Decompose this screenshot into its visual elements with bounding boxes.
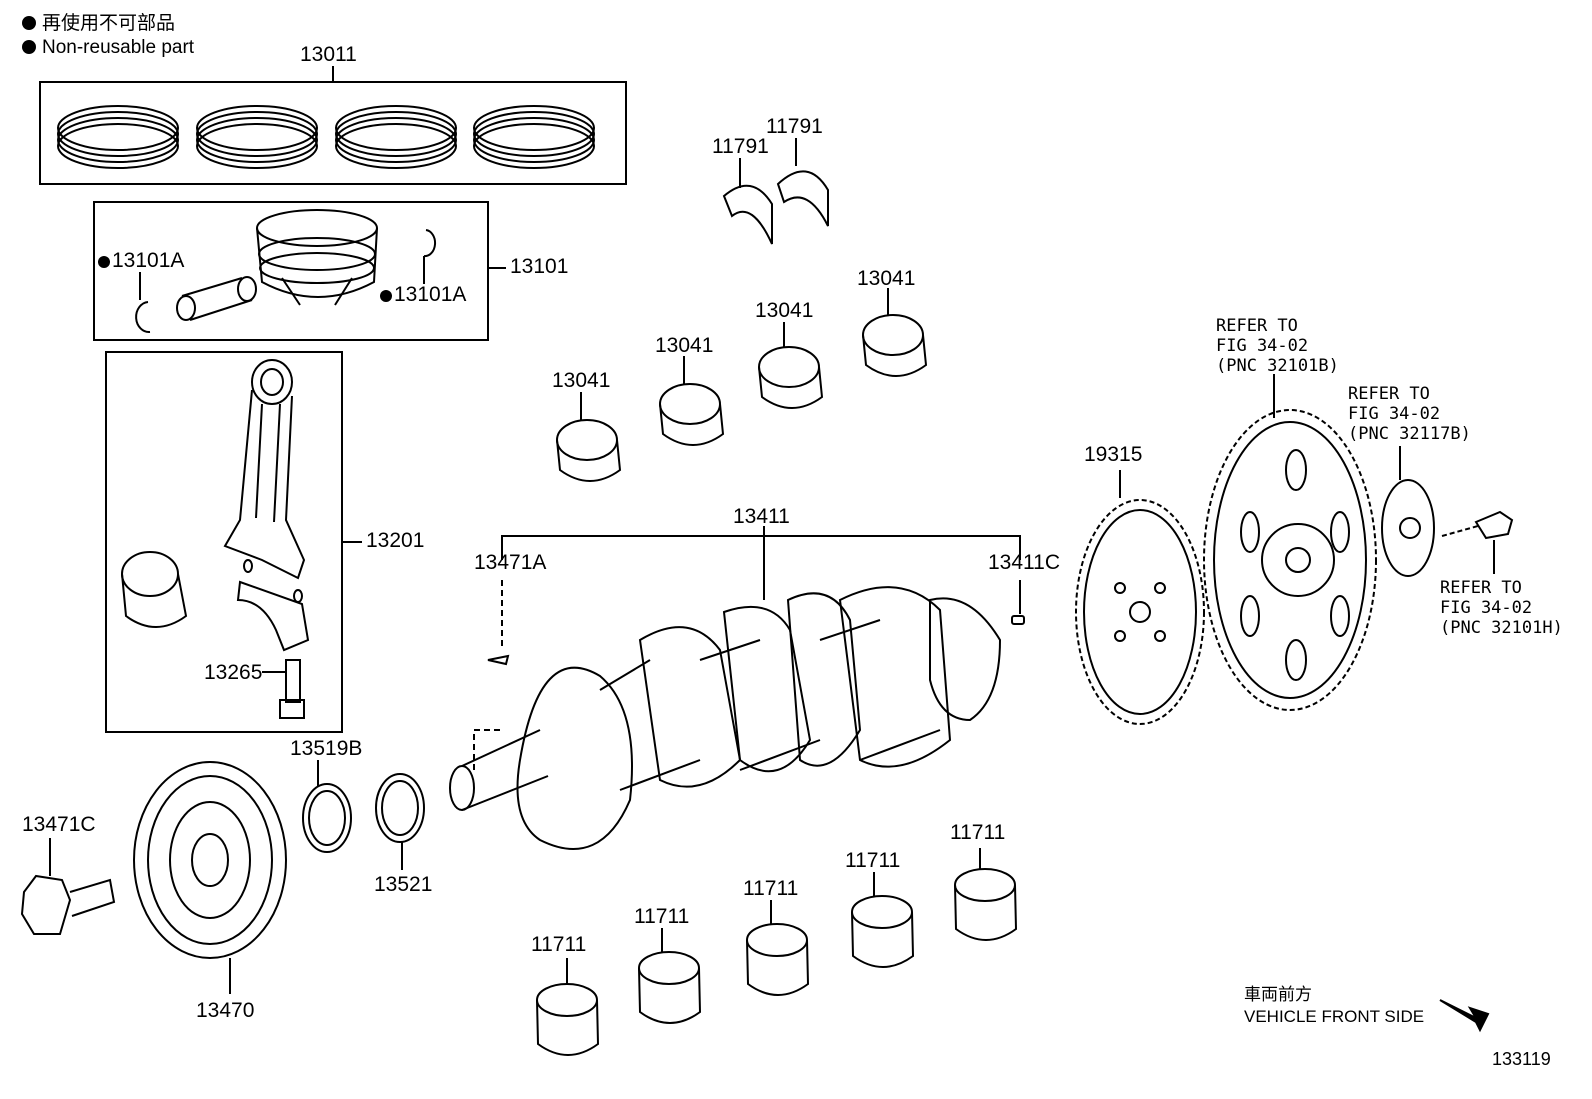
part-label-13101a-right-text: 13101A (394, 283, 467, 306)
piston-ring-set (57, 105, 595, 169)
crank-timing-gear (302, 783, 352, 853)
bullet-icon (22, 40, 36, 54)
part-label-11711-3[interactable]: 11711 (743, 877, 799, 900)
piston-pin (176, 276, 257, 321)
part-label-13041-2[interactable]: 13041 (655, 334, 714, 357)
figure-number: 133119 (1492, 1049, 1551, 1069)
nonreusable-dot-icon (380, 290, 392, 302)
rod-bearing (121, 551, 188, 628)
crankshaft (449, 586, 1002, 850)
legend-en: Non-reusable part (22, 36, 194, 60)
part-label-11791-right[interactable]: 11791 (766, 115, 823, 138)
part-label-11711-2[interactable]: 11711 (634, 905, 690, 928)
part-label-13101[interactable]: 13101 (510, 255, 569, 278)
part-label-13201[interactable]: 13201 (366, 529, 425, 552)
nonreusable-dot-icon (98, 256, 110, 268)
drive-plate (1203, 409, 1377, 711)
pulley-bolt (20, 874, 116, 935)
snap-ring-left (135, 301, 151, 334)
part-label-11711-5[interactable]: 11711 (950, 821, 1006, 844)
piston (256, 209, 378, 306)
crankshaft-pulley (133, 761, 287, 959)
part-label-13101a-right[interactable]: 13101A (380, 284, 466, 305)
part-label-13471a[interactable]: 13471A (474, 551, 547, 574)
main-bearing-lower (536, 868, 1018, 1056)
part-label-13101a-left-text: 13101A (112, 249, 185, 272)
main-bearing-upper (556, 314, 928, 482)
reference-note-32101b[interactable]: REFER TO FIG 34-02 (PNC 32101B) (1216, 316, 1339, 376)
part-label-13011[interactable]: 13011 (300, 43, 357, 66)
legend-jp-text: 再使用不可部品 (42, 13, 176, 34)
vehicle-front-jp: 車両前方 (1244, 985, 1312, 1004)
part-label-13101a-left[interactable]: 13101A (98, 250, 184, 271)
part-label-13521[interactable]: 13521 (374, 873, 433, 896)
part-label-13041-3[interactable]: 13041 (755, 299, 814, 322)
part-label-11711-4[interactable]: 11711 (845, 849, 901, 872)
part-label-13470[interactable]: 13470 (196, 999, 255, 1022)
part-label-11791-left[interactable]: 11791 (712, 135, 769, 158)
part-label-19315[interactable]: 19315 (1084, 443, 1143, 466)
part-label-13041-1[interactable]: 13041 (552, 369, 611, 392)
front-direction-arrow (1439, 999, 1490, 1033)
part-label-13265[interactable]: 13265 (204, 661, 263, 684)
legend-en-text: Non-reusable part (42, 37, 195, 58)
flywheel-bolt (1441, 510, 1514, 540)
part-label-13411c[interactable]: 13411C (988, 551, 1061, 574)
signal-plate (1075, 499, 1205, 725)
legend-jp: 再使用不可部品 (22, 12, 194, 36)
connecting-rod (223, 359, 310, 652)
part-label-11711-1[interactable]: 11711 (531, 933, 587, 956)
part-label-13411[interactable]: 13411 (733, 505, 790, 528)
legend: 再使用不可部品 Non-reusable part (22, 12, 194, 60)
spacer-plate (1381, 479, 1435, 577)
reference-note-32101h[interactable]: REFER TO FIG 34-02 (PNC 32101H) (1440, 578, 1563, 638)
rod-bolt (279, 659, 305, 719)
reference-note-32117b[interactable]: REFER TO FIG 34-02 (PNC 32117B) (1348, 384, 1471, 444)
bullet-icon (22, 16, 36, 30)
crank-sprocket (375, 773, 425, 843)
thrust-washer-left (722, 184, 773, 245)
thrust-washer-right (776, 170, 829, 227)
part-label-13519b[interactable]: 13519B (290, 737, 363, 760)
part-label-13041-4[interactable]: 13041 (857, 267, 916, 290)
piston-box (93, 201, 489, 341)
part-label-13471c[interactable]: 13471C (22, 813, 96, 836)
snap-ring-right (423, 229, 436, 258)
vehicle-front-en: VEHICLE FRONT SIDE (1244, 1007, 1425, 1026)
